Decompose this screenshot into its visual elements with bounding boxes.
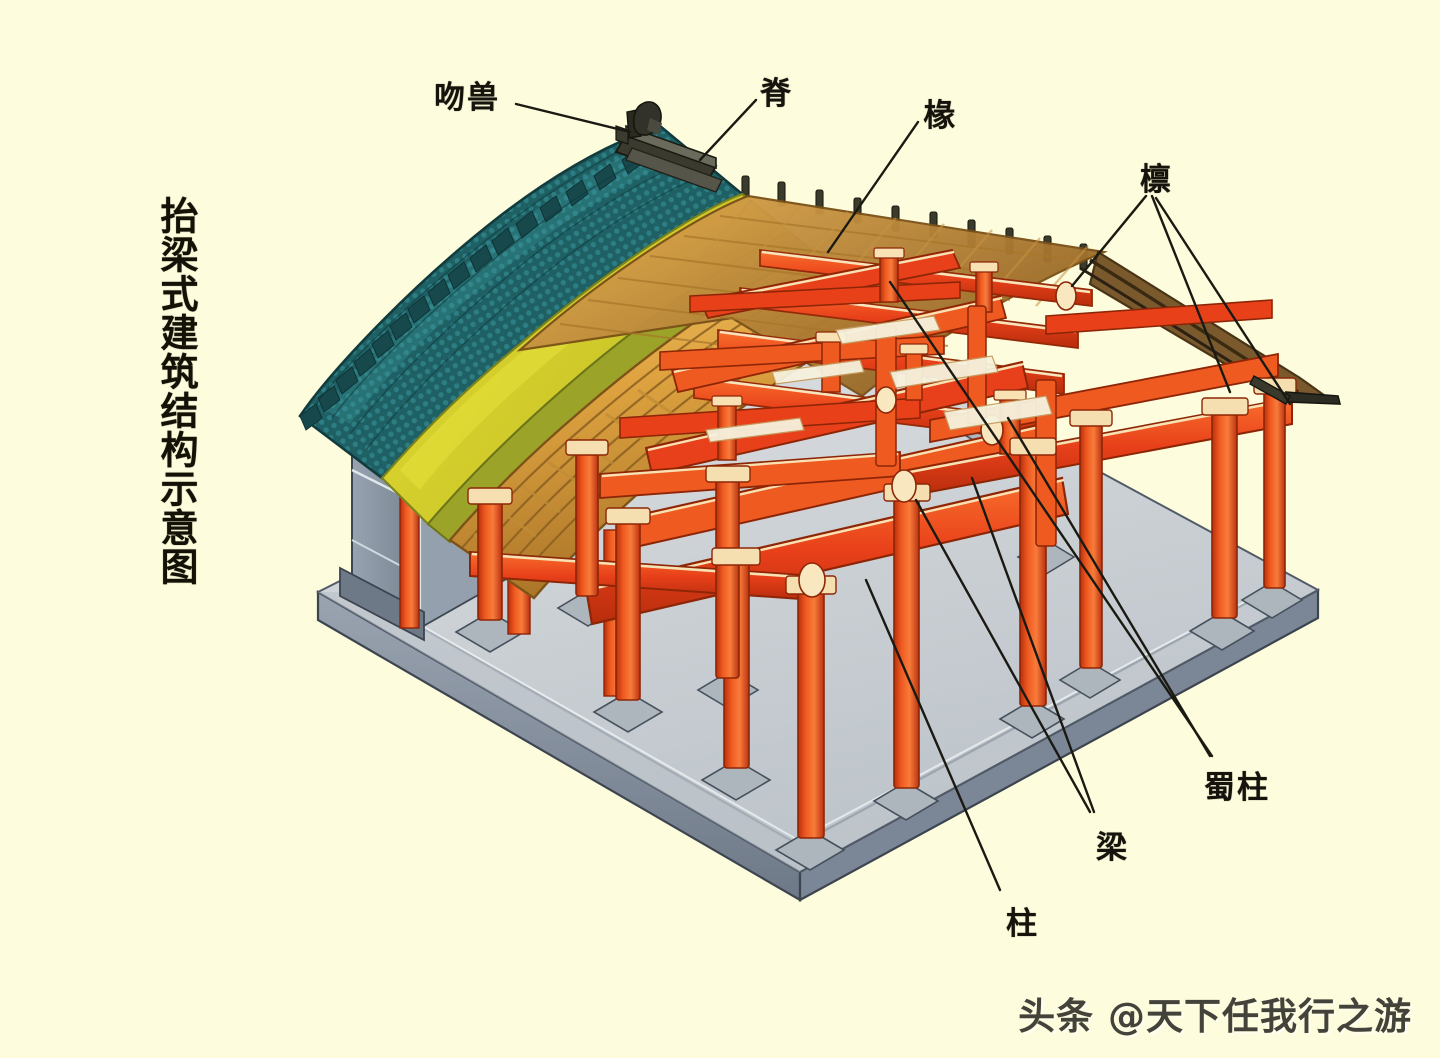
leader-line bbox=[698, 98, 758, 162]
leader-line bbox=[914, 498, 1092, 814]
ridge-beast-ornament bbox=[615, 101, 662, 145]
beam-end-caps bbox=[798, 281, 1077, 598]
timber-frame bbox=[467, 247, 1297, 839]
ceiling-panels bbox=[705, 315, 1053, 443]
label-shuzhu: 蜀柱 bbox=[1204, 770, 1270, 806]
leader-line bbox=[864, 578, 1002, 892]
leader-line bbox=[514, 102, 632, 134]
leader-line bbox=[826, 120, 920, 254]
label-chuan: 椽 bbox=[924, 98, 957, 134]
leader-line bbox=[970, 476, 1096, 814]
leader-line bbox=[1006, 416, 1212, 758]
leader-line bbox=[888, 280, 1214, 758]
roof-tiles bbox=[298, 124, 745, 480]
leader-line bbox=[1150, 194, 1232, 394]
page-title: 抬梁式建筑结构示意图 bbox=[154, 196, 199, 586]
label-liang: 梁 bbox=[1096, 830, 1129, 866]
leader-line bbox=[1070, 194, 1148, 288]
label-wenshou: 吻兽 bbox=[434, 80, 500, 116]
label-zhu: 柱 bbox=[1006, 906, 1039, 942]
leader-line bbox=[1154, 196, 1292, 406]
watermark: 头条 @天下任我行之游 bbox=[1018, 995, 1412, 1038]
label-lin: 檩 bbox=[1140, 162, 1173, 198]
label-ji: 脊 bbox=[760, 76, 793, 112]
leader-lines bbox=[514, 98, 1292, 892]
